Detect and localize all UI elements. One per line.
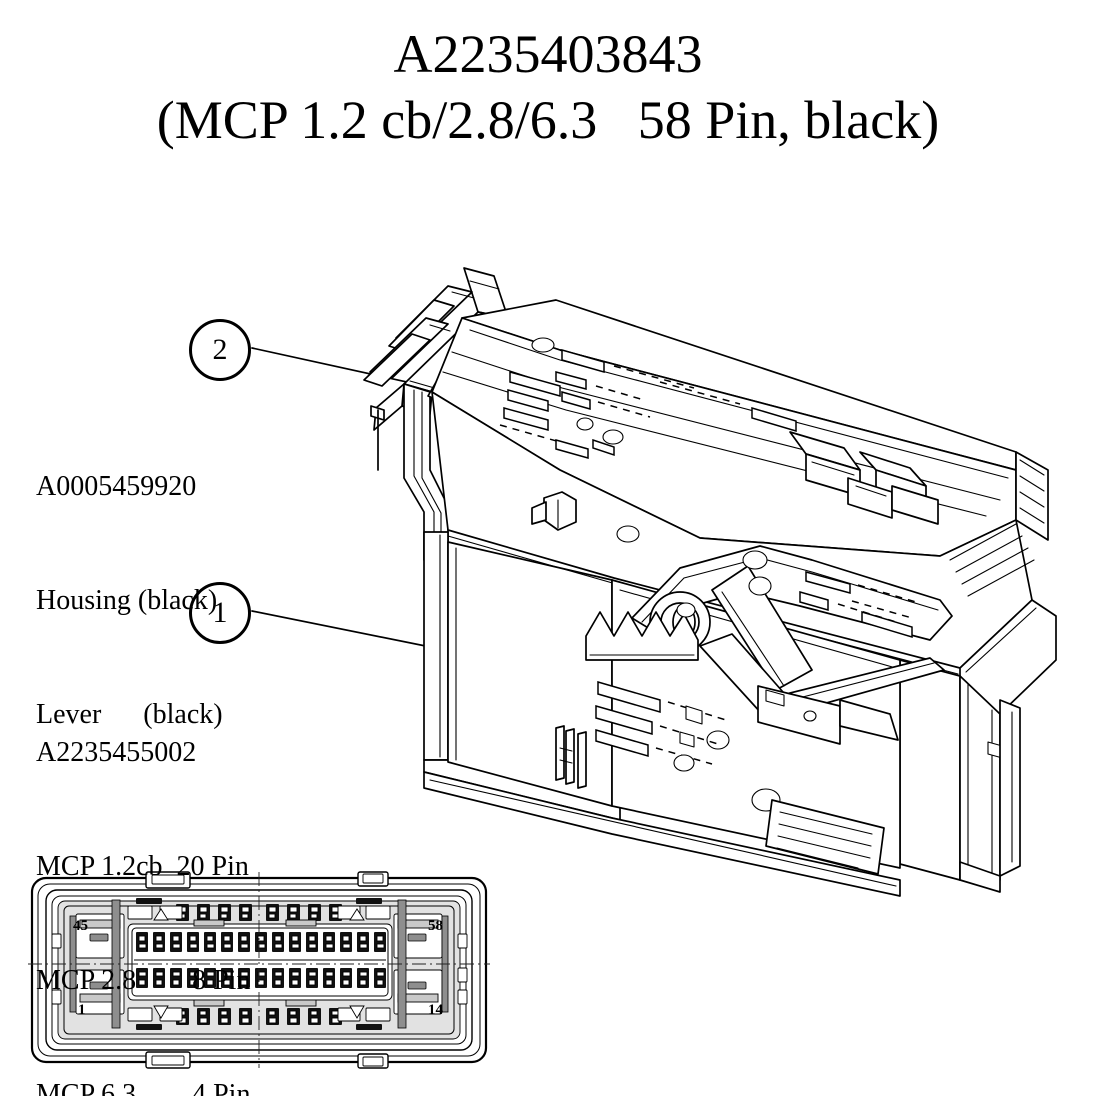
right-lower-marking-block <box>765 799 885 875</box>
annotation-block-2: A0005459920 Housing (black) Lever (black… <box>36 392 223 810</box>
annotation-2-line-1: Housing (black) <box>36 585 218 616</box>
housing-marking-grooves <box>499 337 797 459</box>
pinout-face-view: 45 58 1 14 <box>28 871 490 1069</box>
cavity-matrix-center <box>127 923 393 1001</box>
alignment-key-peg <box>531 491 577 531</box>
annotation-1-line-1: MCP 1.2cb 20 Pin <box>36 851 249 882</box>
pin-label-top-right: 58 <box>428 918 443 934</box>
pin-label-top-left: 45 <box>73 918 88 934</box>
annotation-1-line-0: A2235455002 <box>36 737 197 768</box>
callout-bubble-1-number: 1 <box>212 596 228 629</box>
annotation-block-1: A2235455002 MCP 1.2cb 20 Pin MCP 2.8 8 P… <box>36 658 250 1096</box>
pinout-svg: 45 58 1 14 <box>28 871 490 1069</box>
connector-bottom-skirt <box>423 771 901 897</box>
title-part-number: A2235403843 <box>393 24 703 84</box>
annotation-2-line-0: A0005459920 <box>36 471 197 502</box>
front-pin-tabs <box>555 725 587 789</box>
callout-bubble-2[interactable]: 2 <box>189 319 251 381</box>
deck-markings-right <box>799 571 917 639</box>
right-ribbed-edge <box>949 523 1035 597</box>
top-right-clip-detail <box>789 431 939 525</box>
pin-label-bottom-left: 1 <box>78 1002 86 1018</box>
annotation-1-line-2: MCP 2.8 8 Pin <box>36 965 251 996</box>
annotation-1-line-3: MCP 6.3 4 Pin <box>36 1079 251 1096</box>
connector-left-wall <box>423 531 621 821</box>
title-description: (MCP 1.2 cb/2.8/6.3 58 Pin, black) <box>156 89 940 150</box>
annotation-2-line-2: Lever (black) <box>36 699 223 730</box>
cavity-matrix-row-lower <box>136 968 386 988</box>
pin-label-bottom-right: 14 <box>428 1002 444 1018</box>
page-title: A2235403843 (MCP 1.2 cb/2.8/6.3 58 Pin, … <box>0 22 1096 154</box>
cavity-matrix-row-upper <box>136 932 386 952</box>
cavity-row-top-mcp28 <box>127 904 391 927</box>
deck-markings-front <box>595 681 781 812</box>
cavity-row-bottom-mcp28 <box>127 999 391 1025</box>
callout-bubble-1[interactable]: 1 <box>189 582 251 644</box>
connector-right-body <box>899 599 1057 893</box>
callout-bubble-2-number: 2 <box>212 333 228 366</box>
